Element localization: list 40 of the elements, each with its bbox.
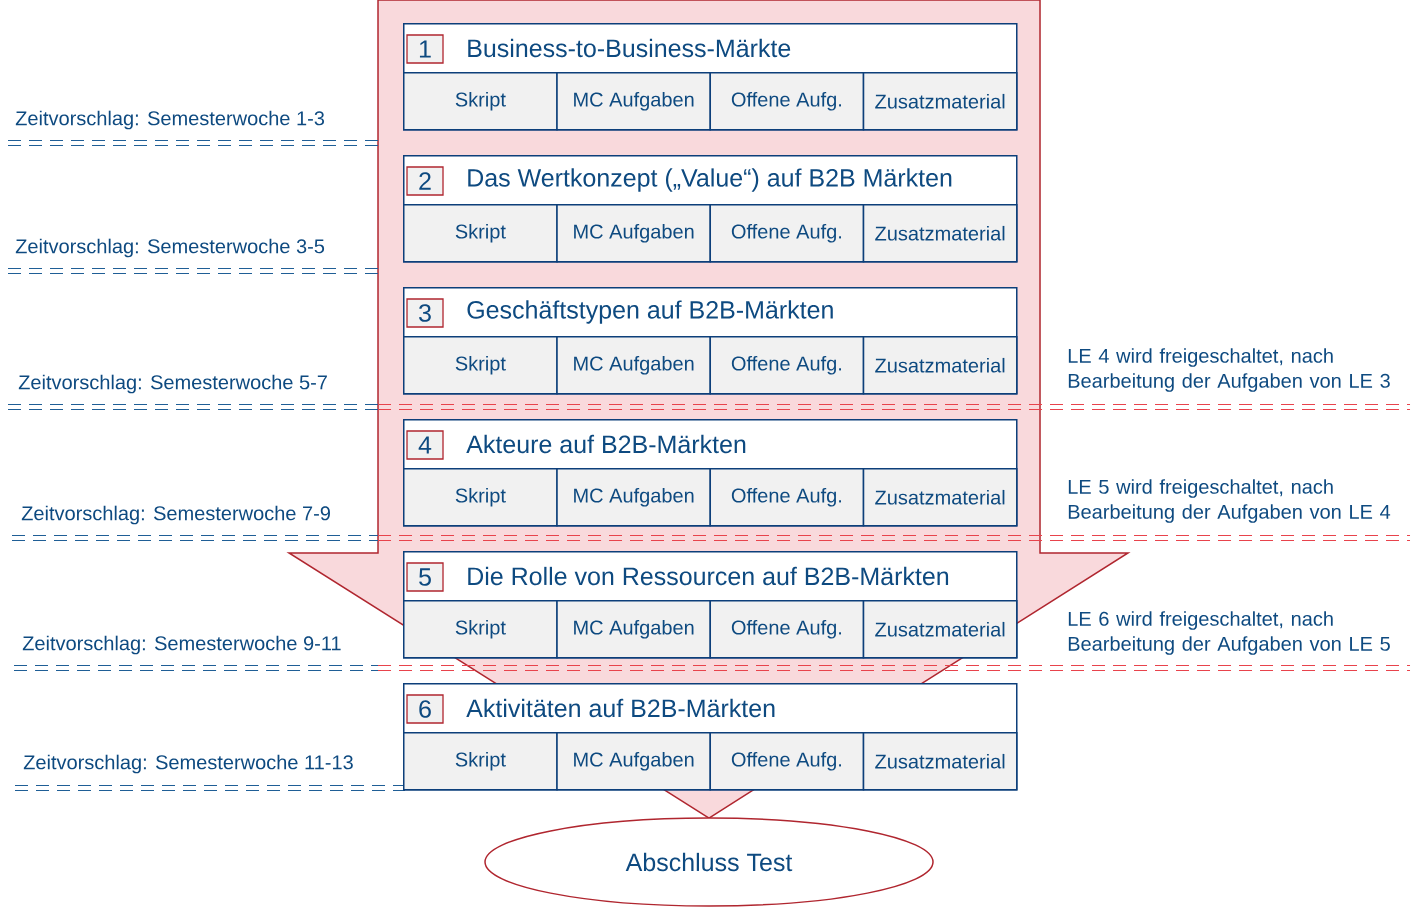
number-box: 5: [406, 562, 444, 592]
number-box: 6: [406, 694, 444, 724]
time-suggestion-label: Zeitvorschlag: Semesterwoche 9-11: [22, 635, 341, 655]
table-cell: Zusatzmaterial: [862, 468, 1018, 527]
time-suggestion-label: Zeitvorschlag: Semesterwoche 5-7: [18, 374, 327, 394]
table-cell: MC Aufgaben: [556, 468, 711, 527]
table-cell: Offene Aufg.: [709, 468, 865, 527]
table-cell: MC Aufgaben: [556, 732, 711, 791]
table-cell: MC Aufgaben: [556, 204, 711, 263]
table-cell: Offene Aufg.: [709, 600, 865, 659]
number-box: 1: [406, 34, 444, 64]
unlock-note: LE 4 wird freigeschaltet, nach Bearbeitung der Aufgaben von LE 3: [1068, 348, 1390, 392]
number-box: 3: [406, 298, 444, 328]
table-cell: MC Aufgaben: [556, 72, 711, 131]
table-cell: MC Aufgaben: [556, 600, 711, 659]
table-cell: Skript: [403, 336, 558, 395]
table-cell: Skript: [403, 732, 558, 791]
table-cell: Zusatzmaterial: [862, 72, 1018, 131]
table-cell: Zusatzmaterial: [862, 336, 1018, 395]
time-suggestion-label: Zeitvorschlag: Semesterwoche 7-9: [21, 505, 330, 525]
table-cell: Offene Aufg.: [709, 336, 865, 395]
table-cell: Skript: [403, 204, 558, 263]
table-cell: Zusatzmaterial: [862, 732, 1018, 791]
table-cell: Skript: [403, 72, 558, 131]
unlock-note: LE 5 wird freigeschaltet, nach Bearbeitung der Aufgaben von LE 4: [1068, 479, 1391, 523]
number-box: 4: [406, 430, 444, 460]
table-cell: MC Aufgaben: [556, 336, 711, 395]
table-cell: Zusatzmaterial: [862, 204, 1018, 263]
number-box: 2: [406, 166, 444, 196]
table-cell: Skript: [403, 600, 558, 659]
table-cell: Skript: [403, 468, 558, 527]
table-cell: Offene Aufg.: [709, 72, 865, 131]
time-suggestion-label: Zeitvorschlag: Semesterwoche 3-5: [15, 238, 325, 258]
time-suggestion-label: Zeitvorschlag: Semesterwoche 11-13: [23, 754, 353, 774]
table-cell: Offene Aufg.: [709, 204, 865, 263]
unlock-note: LE 6 wird freigeschaltet, nach Bearbeitung der Aufgaben von LE 5: [1068, 611, 1390, 655]
table-cell: Offene Aufg.: [709, 732, 865, 791]
time-suggestion-label: Zeitvorschlag: Semesterwoche 1-3: [15, 110, 325, 130]
table-cell: Zusatzmaterial: [862, 600, 1018, 659]
node-label: Abschluss Test: [625, 852, 793, 872]
